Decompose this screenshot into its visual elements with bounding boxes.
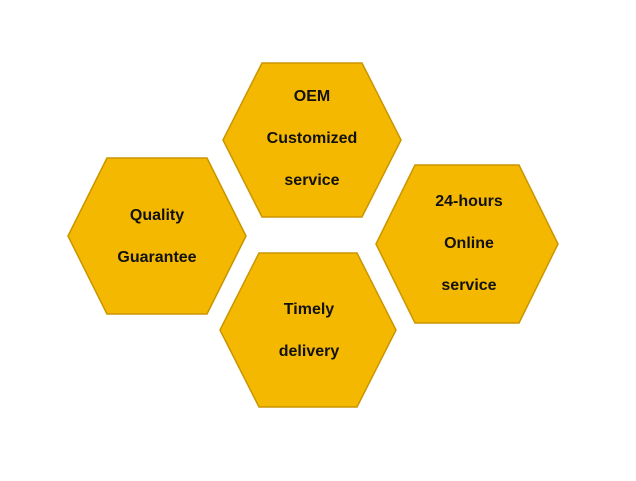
hexagon-quality-line-1: Quality [129, 207, 185, 224]
hexagon-online-line-1: 24-hours [435, 193, 503, 210]
hexagon-oem-line-3: service [284, 172, 340, 189]
hexagon-quality-label: Quality Guarantee [72, 195, 242, 279]
hexagon-oem-line-1: OEM [293, 88, 331, 105]
hexagon-online-line-2: Online [444, 235, 494, 252]
hexagon-delivery-line-2: delivery [278, 343, 340, 360]
hexagon-delivery-label: Timely delivery [224, 289, 394, 373]
hexagon-online [375, 164, 559, 324]
hexagon-oem [222, 62, 402, 218]
hexagon-delivery [219, 252, 397, 408]
hexagon-quality-line-2: Guarantee [117, 249, 197, 266]
hexagon-online-line-3: service [441, 277, 497, 294]
hexagon-quality [67, 157, 247, 315]
hexagon-oem-line-2: Customized [266, 130, 358, 147]
hexagon-online-label: 24-hours Online service [384, 181, 554, 307]
hexagon-delivery-line-1: Timely [283, 301, 335, 318]
hexagon-oem-label: OEM Customized service [227, 76, 397, 202]
